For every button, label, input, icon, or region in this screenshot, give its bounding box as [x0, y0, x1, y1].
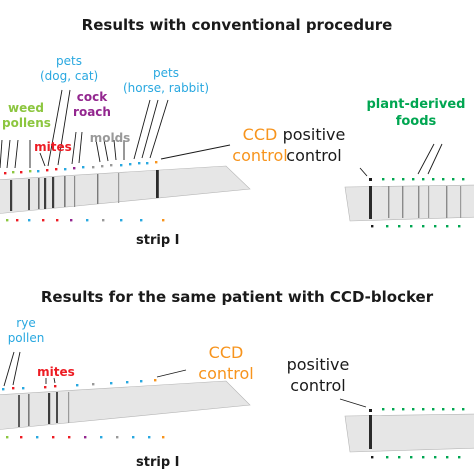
- label-line: control: [290, 376, 346, 395]
- band: [44, 178, 47, 209]
- label-line: control: [286, 146, 342, 165]
- label-plant-derived-foods: plant-derived foods: [364, 96, 468, 130]
- band: [56, 392, 58, 423]
- label-ccd-control-bottom: CCD control: [194, 342, 258, 384]
- bottom-strip-1-dots-bottom: [6, 436, 165, 439]
- label-line: positive: [286, 355, 350, 374]
- band: [28, 394, 30, 426]
- band: [38, 178, 40, 209]
- strip-body: [344, 413, 474, 453]
- label-pets-dog-cat: pets (dog, cat): [40, 54, 98, 84]
- label-ccd-control: CCD control: [228, 124, 292, 166]
- label-line: CCD: [242, 125, 278, 144]
- bottom-strip-2-leaders: [339, 398, 367, 408]
- label-line: (dog, cat): [40, 69, 99, 83]
- band: [156, 170, 159, 198]
- strip-body: [0, 380, 251, 430]
- band: [428, 186, 430, 218]
- top-strip-label: strip I: [136, 233, 180, 248]
- band: [64, 176, 66, 207]
- band: [97, 174, 99, 204]
- label-cockroach: cock roach: [72, 90, 112, 120]
- label-line: control: [198, 364, 254, 383]
- top-title: Results with conventional procedure: [81, 16, 393, 34]
- bottom-title: Results for the same patient with CCD-bl…: [40, 288, 434, 306]
- bottom-strip-2-dots: [369, 408, 465, 459]
- band: [74, 176, 76, 207]
- band: [10, 180, 13, 211]
- label-pets-horse-rabbit: pets (horse, rabbit): [118, 66, 214, 96]
- label-line: (horse, rabbit): [122, 81, 210, 95]
- label-rye-pollen: rye pollen: [6, 316, 46, 346]
- label-line: pollens: [2, 116, 51, 130]
- top-strip-2: [344, 184, 474, 222]
- label-positive-control-bottom: positive control: [282, 354, 354, 396]
- strip-body: [344, 184, 474, 222]
- band: [52, 177, 55, 208]
- strip-body: [0, 165, 251, 214]
- label-positive-control: positive control: [278, 124, 350, 166]
- top-strip-2-leaders: [359, 143, 443, 177]
- bottom-strip-1-dots-top: [2, 379, 157, 391]
- label-line: weed: [8, 101, 44, 115]
- label-molds: molds: [89, 131, 131, 145]
- bottom-strip-label: strip I: [136, 455, 180, 470]
- label-line: foods: [395, 114, 437, 129]
- label-mites-bottom: mites: [37, 365, 75, 379]
- band: [446, 186, 448, 218]
- label-line: pets: [56, 54, 82, 68]
- band: [68, 392, 70, 423]
- band: [402, 186, 404, 218]
- top-strip-1: [0, 165, 251, 214]
- positive-band: [369, 415, 372, 449]
- label-weed-pollens: weed pollens: [2, 101, 51, 131]
- top-strip-1-dots-bottom: [6, 219, 165, 222]
- top-strip-1-dots-top: [4, 161, 158, 175]
- bottom-strip-1: [0, 380, 251, 430]
- bottom-strip-2: [344, 413, 474, 453]
- label-line: rye: [16, 316, 36, 330]
- band: [118, 173, 120, 203]
- top-leader-lines: [0, 89, 231, 169]
- label-line: positive: [282, 125, 346, 144]
- label-line: CCD: [208, 343, 244, 362]
- band: [460, 186, 462, 218]
- positive-band: [369, 186, 372, 219]
- band: [418, 186, 420, 218]
- band: [388, 186, 390, 218]
- top-strip-2-dots: [369, 178, 465, 228]
- label-line: roach: [73, 105, 111, 119]
- band: [48, 393, 51, 424]
- label-mites: mites: [34, 140, 72, 154]
- label-line: control: [232, 146, 288, 165]
- label-line: plant-derived: [366, 97, 466, 112]
- band: [18, 395, 20, 427]
- label-line: pets: [153, 66, 179, 80]
- bottom-leader-lines: [3, 351, 187, 387]
- band: [28, 179, 30, 210]
- label-line: pollen: [7, 331, 45, 345]
- label-line: cock: [76, 90, 108, 104]
